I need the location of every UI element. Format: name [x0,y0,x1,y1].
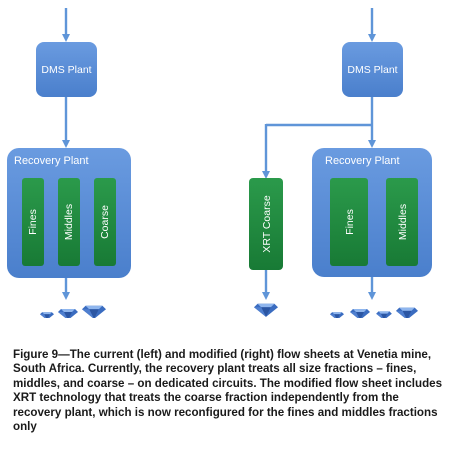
diamond-icon [40,312,54,318]
left-fines-box [22,178,44,266]
right-recovery-plant-label: Recovery Plant [325,155,400,167]
left-recovery-plant-label: Recovery Plant [14,155,89,167]
diamond-icon [254,303,278,317]
flow-sheet-diagram: DMS Plant Recovery Plant Fines Middles C… [7,8,432,318]
left-middles-box [58,178,80,266]
right-xrt-coarse-label: XRT Coarse [261,195,273,253]
diamond-icon [350,309,370,318]
right-middles-box [386,178,418,266]
right-dms-plant-label: DMS Plant [347,64,397,76]
right-dms-plant-box [342,42,403,97]
right-fines-label: Fines [344,209,356,235]
left-dms-plant-box [36,42,97,97]
right-xrt-coarse-box [249,178,283,270]
left-fines-label: Fines [27,209,39,235]
right-middles-label: Middles [397,204,409,240]
diamond-icon [330,312,344,318]
left-middles-label: Middles [63,204,75,240]
figure-caption: Figure 9—The current (left) and modified… [13,348,443,434]
left-coarse-box [94,178,116,266]
right-flowsheet: DMS Plant XRT Coarse Recovery Plant Fine… [249,8,432,318]
diamond-icon [376,311,392,318]
diamond-icon [58,309,78,318]
right-fines-box [330,178,368,266]
diamond-icon [82,305,106,318]
left-flowsheet: DMS Plant Recovery Plant Fines Middles C… [7,8,131,318]
left-dms-plant-label: DMS Plant [41,64,91,76]
left-coarse-label: Coarse [99,205,111,239]
diamond-icon [396,307,418,318]
